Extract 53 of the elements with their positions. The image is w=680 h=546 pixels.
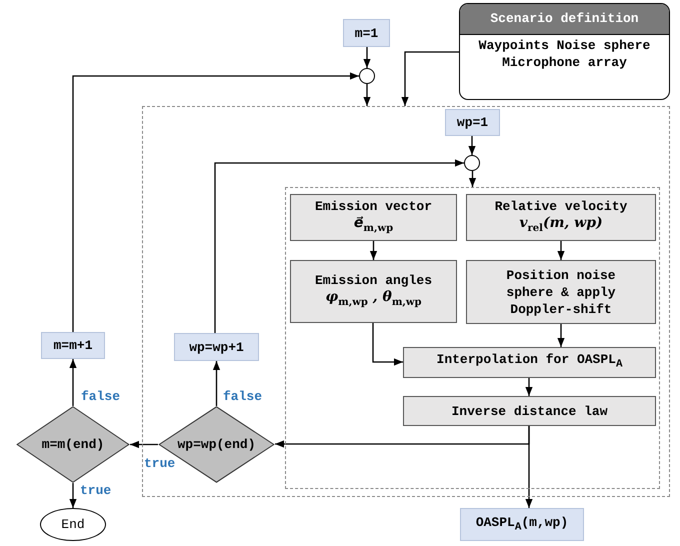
arrow bbox=[363, 84, 371, 106]
card-header: Scenario definition bbox=[460, 4, 669, 35]
node-label: Interpolation for OASPL$_{A}$ bbox=[436, 351, 622, 373]
arrow bbox=[69, 483, 77, 508]
node-label: m=1 bbox=[354, 26, 378, 40]
process-box bbox=[403, 347, 656, 378]
arrow bbox=[212, 361, 220, 406]
arrow bbox=[214, 159, 464, 333]
node-label: Emission vector bbox=[314, 198, 432, 216]
node-label: End bbox=[61, 517, 85, 532]
formula-text: e⃗$_{m,wp}$ bbox=[354, 215, 394, 236]
decision-diamond bbox=[16, 406, 130, 483]
node-label: wp=wp(end) bbox=[177, 437, 256, 452]
arrow bbox=[401, 51, 459, 106]
arrow bbox=[557, 324, 565, 347]
junction-circle bbox=[464, 155, 480, 171]
dashed-group-box bbox=[142, 106, 670, 497]
assignment-box bbox=[445, 109, 500, 136]
process-box bbox=[290, 194, 457, 241]
node-label: wp=1 bbox=[456, 115, 488, 130]
node-label: m=m+1 bbox=[53, 338, 92, 353]
node-label: Emission angles bbox=[314, 272, 432, 290]
arrow bbox=[370, 241, 378, 260]
node-label: OASPL$_{A}$(m,wp) bbox=[476, 515, 568, 534]
arrow bbox=[525, 378, 533, 396]
arrow bbox=[557, 241, 565, 260]
assignment-box bbox=[174, 333, 259, 361]
formula-text: v$_{rel}$(m, wp) bbox=[519, 215, 603, 236]
assignment-box bbox=[460, 508, 584, 541]
arrow bbox=[72, 72, 359, 332]
process-box bbox=[290, 260, 457, 323]
arrow bbox=[468, 136, 476, 155]
node-label: Inverse distance law bbox=[451, 402, 608, 420]
process-box bbox=[403, 396, 656, 426]
node-label: wp=wp+1 bbox=[189, 340, 244, 354]
arrow bbox=[372, 323, 403, 366]
junction-circle bbox=[359, 68, 375, 84]
arrow bbox=[130, 440, 158, 448]
assignment-box bbox=[343, 19, 390, 47]
scenario-card bbox=[459, 3, 670, 100]
node-label: Relative velocity bbox=[494, 198, 628, 216]
node-label: m=m(end) bbox=[42, 437, 104, 452]
arrow bbox=[525, 426, 533, 508]
process-box bbox=[466, 194, 656, 241]
formula-text: φ$_{m,wp}$ , θ$_{m,wp}$ bbox=[326, 289, 422, 310]
card-body-text: Waypoints Noise sphere Microphone array bbox=[478, 37, 652, 72]
arrow bbox=[468, 171, 476, 187]
assignment-box bbox=[41, 332, 105, 359]
dashed-group-box bbox=[285, 187, 660, 489]
node-label: Position noise sphere & apply Doppler-shift bbox=[505, 266, 617, 318]
arrow bbox=[69, 359, 77, 406]
arrow bbox=[363, 47, 371, 68]
process-box bbox=[466, 260, 656, 324]
